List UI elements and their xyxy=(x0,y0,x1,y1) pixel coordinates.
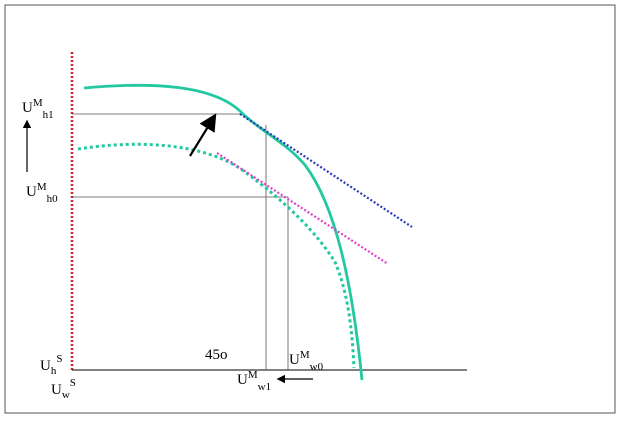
tangent-line-pink xyxy=(216,152,389,265)
outer-frame xyxy=(4,4,616,414)
label-uw0: UMw0 xyxy=(289,349,324,373)
frontier-dotted-curve xyxy=(77,142,356,369)
frontier-solid-curve xyxy=(83,83,364,381)
label-uh1: UMh1 xyxy=(22,97,54,121)
shift-arrow xyxy=(189,113,217,157)
label-uws: UwS xyxy=(51,377,76,401)
label-uhs: UhS xyxy=(40,353,62,377)
label-angle: 45o xyxy=(205,347,228,363)
label-uw1: UMw1 xyxy=(237,369,271,393)
label-uh0: UMh0 xyxy=(26,181,58,205)
